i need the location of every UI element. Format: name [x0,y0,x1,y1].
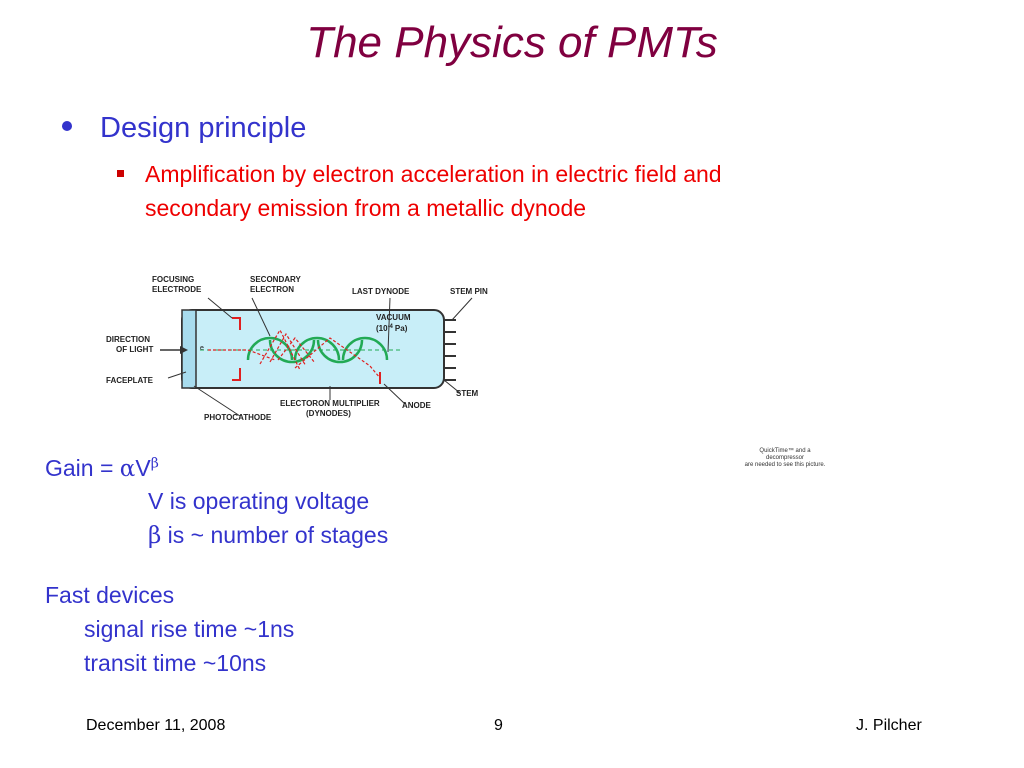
label-faceplate: FACEPLATE [106,376,154,385]
bullet-amplification: Amplification by electron acceleration i… [145,157,905,225]
gain-stages-text: is ~ number of stages [161,522,389,548]
bullet-dot [62,121,72,131]
pmt-diagram: FOCUSING ELECTRODE SECONDARY ELECTRON LA… [106,275,488,422]
gain-line-stages: β is ~ number of stages [148,522,388,549]
slide-title: The Physics of PMTs [306,18,718,67]
label-direction-2: OF LIGHT [116,345,153,354]
label-stem-pin: STEM PIN [450,287,488,296]
label-stem: STEM [456,389,479,398]
footer-page-number: 9 [494,717,503,734]
gain-prefix: Gain = [45,455,120,481]
label-photocathode: PHOTOCATHODE [204,413,272,422]
label-vacuum-unit: Pa) [395,324,408,333]
footer-author: J. Pilcher [856,717,922,734]
fast-transit: transit time ~10ns [84,650,267,676]
quicktime-line2: decompressor [765,455,804,461]
label-direction-1: DIRECTION [106,335,150,344]
label-focusing-1: FOCUSING [152,275,194,284]
bullet-amplification-line1: Amplification by electron acceleration i… [145,161,722,187]
label-vacuum-exp: -4 [388,324,394,330]
label-multiplier-1: ELECTORON MULTIPLIER [280,399,380,408]
label-multiplier-2: (DYNODES) [306,409,351,418]
gain-beta-exponent: β [150,455,159,472]
quicktime-placeholder: QuickTime™ and a decompressor are needed… [720,448,850,469]
label-vacuum-base: (10 [376,324,388,333]
electron-paths [208,328,381,379]
light-arrow [160,346,188,354]
footer-date: December 11, 2008 [86,717,226,734]
label-last-dynode: LAST DYNODE [352,287,410,296]
fast-heading: Fast devices [45,582,175,608]
fast-rise: signal rise time ~1ns [84,616,295,642]
stem-pins [444,319,456,381]
gain-line-voltage: V is operating voltage [148,488,370,514]
gain-formula: Gain = αVβ [45,455,159,482]
label-secondary-1: SECONDARY [250,275,301,284]
quicktime-line3: are needed to see this picture. [744,462,826,468]
label-electron: e [200,345,204,352]
bullet-amplification-line2: secondary emission from a metallic dynod… [145,195,587,221]
label-secondary-2: ELECTRON [250,285,294,294]
leader-lines [167,297,473,417]
bullet-design-principle: Design principle [100,112,307,144]
label-anode: ANODE [402,401,432,410]
label-focusing-2: ELECTRODE [152,285,202,294]
gain-v: V [135,455,151,481]
quicktime-line1: QuickTime™ and a [759,448,811,454]
gain-beta: β [148,523,162,549]
bullet-square [117,170,124,177]
gain-alpha: α [119,456,136,482]
label-vacuum: VACUUM [376,313,411,322]
focusing-electrode [232,317,241,330]
